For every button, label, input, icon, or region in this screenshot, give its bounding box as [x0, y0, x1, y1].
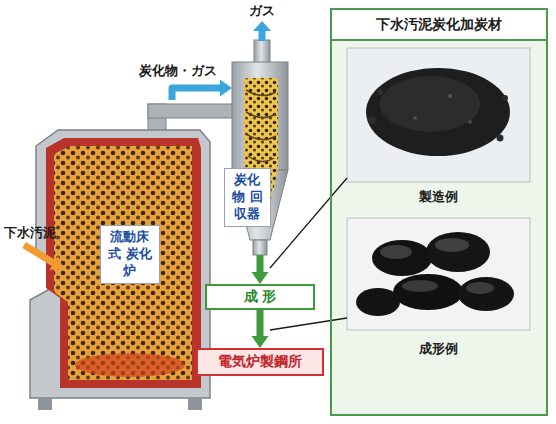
process-text: 成 形	[244, 288, 277, 306]
cyclone-region: 炭化物 回収器	[232, 60, 288, 255]
equipment-label: 炭化物 回収器	[224, 168, 271, 227]
connector-line	[172, 88, 221, 100]
flow-connector	[252, 255, 269, 284]
feed-arrow	[24, 245, 64, 270]
flow-connector	[252, 310, 269, 348]
photo-frame: 成形例	[347, 218, 530, 358]
label-anchor: 炭化物・ガス	[137, 62, 219, 80]
process-box: 成 形	[205, 284, 315, 310]
briquette-photo	[347, 218, 530, 330]
product-panel: 下水汚泥炭化加炭材製造例成形例	[330, 8, 548, 416]
arrow-head	[220, 80, 232, 97]
input-label: 下水汚泥	[4, 224, 56, 242]
panel-ground	[331, 9, 547, 415]
equipment-label: 流動床式 炭化炉	[100, 225, 160, 284]
furnace-region: 流動床式 炭化炉	[20, 100, 210, 400]
label-anchor: ガス	[249, 2, 275, 20]
destination-box: 電気炉製鋼所	[196, 348, 324, 376]
edge-label: 炭化物・ガス	[137, 62, 219, 80]
photo-frame: 製造例	[347, 48, 530, 206]
gas-arrow	[253, 21, 271, 41]
destination-text: 電気炉製鋼所	[218, 353, 302, 371]
flow-connector	[172, 80, 232, 101]
arrow-head	[252, 336, 269, 348]
connector-line	[257, 255, 264, 273]
leader-line	[270, 318, 347, 330]
arrow-head	[252, 272, 269, 284]
gas-label: ガス	[249, 2, 275, 20]
photo-caption: 成形例	[419, 340, 458, 358]
label-anchor: 下水汚泥	[4, 224, 56, 242]
photo-caption: 製造例	[419, 188, 458, 206]
powder-photo	[347, 48, 530, 182]
panel-title: 下水汚泥炭化加炭材	[332, 10, 546, 41]
connector-line	[257, 310, 264, 337]
